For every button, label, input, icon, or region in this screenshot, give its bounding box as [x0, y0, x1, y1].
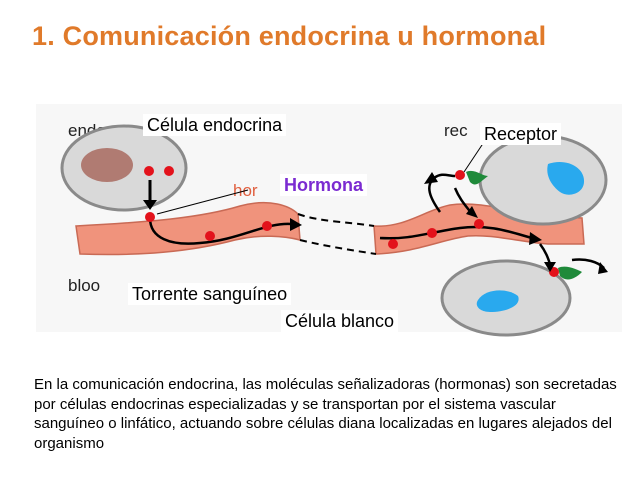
target-nucleus-bottom — [476, 290, 519, 312]
hormone-dot — [145, 212, 155, 222]
flow-arrow-right-head — [529, 232, 542, 245]
hormone-dot — [262, 221, 272, 231]
vessel-gap-top — [297, 213, 375, 227]
endocrine-nucleus — [81, 148, 133, 182]
slide-title: 1. Comunicación endocrina u hormonal — [32, 21, 547, 51]
exit-arrow-top-head — [424, 172, 438, 184]
hormone-dot — [164, 166, 174, 176]
receptor-icon-bottom — [558, 266, 582, 280]
target-nucleus-top — [547, 161, 585, 195]
hormone-dot — [144, 166, 154, 176]
hormone-dot — [205, 231, 215, 241]
residual-text-rec: rec — [444, 121, 468, 140]
exit-arrow-right-head — [598, 262, 608, 274]
hormone-dot — [474, 219, 484, 229]
blood-vessel-left — [75, 202, 301, 256]
target-cell-top — [478, 134, 608, 226]
label-endocrine-cell: Célula endocrina — [143, 114, 287, 136]
label-bloodstream: Torrente sanguíneo — [128, 283, 292, 305]
hormone-dot — [455, 170, 465, 180]
receptor-icon — [466, 170, 488, 185]
label-target-cell: Célula blanco — [281, 310, 399, 332]
flow-arrow-right — [379, 225, 533, 240]
receptor-pointer — [463, 141, 485, 173]
hormone-pointer — [156, 189, 249, 215]
flow-arrow-left-head — [290, 218, 302, 231]
hormone-dot — [388, 239, 398, 249]
residual-text-bloo: bloo — [68, 276, 100, 295]
exit-arrow-bottom-head — [544, 262, 556, 272]
hormone-dot — [427, 228, 437, 238]
label-hormone: Hormona — [280, 174, 368, 196]
vessel-gap-bottom — [299, 239, 377, 255]
exit-arrow-top-2-head — [466, 206, 478, 218]
secretion-arrow-head — [143, 200, 157, 210]
label-receptor: Receptor — [480, 123, 562, 145]
caption-text: En la comunicación endocrina, las molécu… — [34, 376, 617, 452]
